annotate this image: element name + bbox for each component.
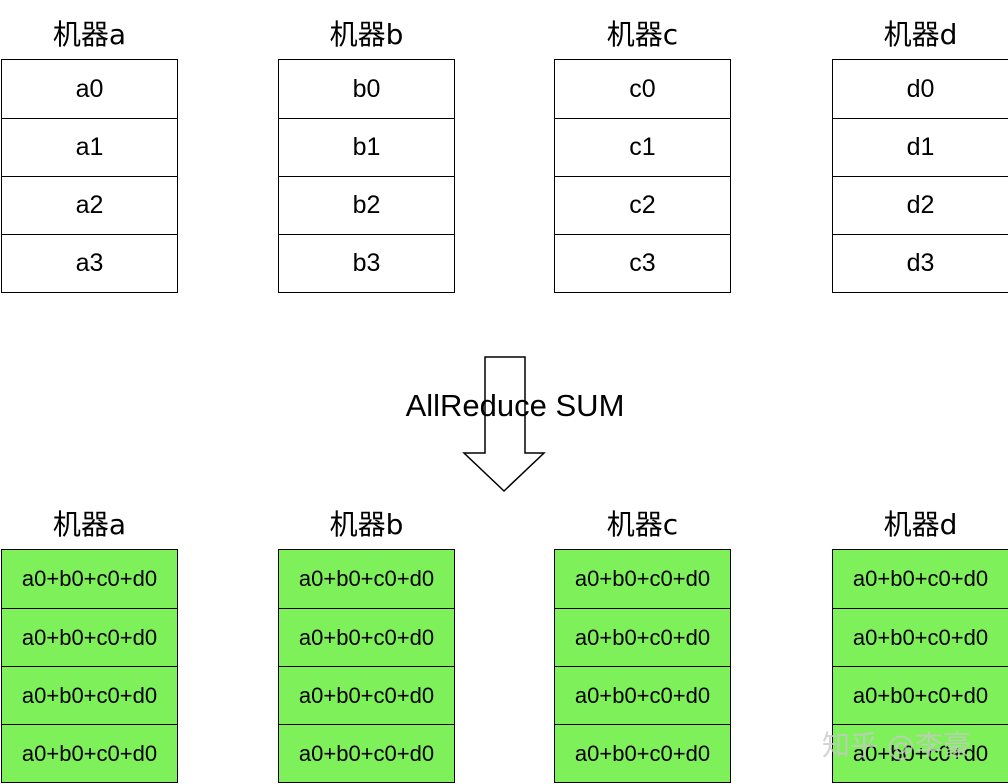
machine-label: 机器d: [883, 18, 958, 51]
cell: c3: [555, 234, 730, 292]
result-cell: a0+b0+c0+d0: [2, 550, 177, 608]
cell: d2: [833, 176, 1008, 234]
result-cell: a0+b0+c0+d0: [555, 666, 730, 724]
register-stack: b0 b1 b2 b3: [278, 59, 455, 293]
machine-label: 机器c: [606, 18, 679, 51]
result-cell: a0+b0+c0+d0: [833, 724, 1008, 782]
result-cell: a0+b0+c0+d0: [555, 608, 730, 666]
result-cell: a0+b0+c0+d0: [279, 550, 454, 608]
cell: d1: [833, 118, 1008, 176]
watermark: 知乎 @李豪: [822, 729, 971, 762]
cell: c1: [555, 118, 730, 176]
machine-label: 机器a: [52, 508, 127, 541]
result-cell: a0+b0+c0+d0: [555, 724, 730, 782]
operation-label: AllReduce SUM: [405, 388, 625, 423]
down-arrow-icon: [462, 356, 546, 493]
result-cell: a0+b0+c0+d0: [279, 666, 454, 724]
result-cell: a0+b0+c0+d0: [833, 608, 1008, 666]
cell: a3: [2, 234, 177, 292]
cell: c0: [629, 74, 656, 103]
result-stack: a0+b0+c0+d0 a0+b0+c0+d0 a0+b0+c0+d0 a0+b…: [832, 549, 1008, 783]
result-stack: a0+b0+c0+d0 a0+b0+c0+d0 a0+b0+c0+d0 a0+b…: [1, 549, 178, 783]
result-cell: a0+b0+c0+d0: [555, 550, 730, 608]
machine-label: 机器b: [329, 18, 404, 51]
result-cell: a0+b0+c0+d0: [279, 724, 454, 782]
result-cell: a0+b0+c0+d0: [2, 608, 177, 666]
cell: d0: [906, 74, 935, 103]
result-cell: a0+b0+c0+d0: [2, 666, 177, 724]
cell: d3: [833, 234, 1008, 292]
result-cell: a0+b0+c0+d0: [833, 550, 1008, 608]
register-stack: c0 c1 c2 c3: [554, 59, 731, 293]
machine-label: 机器b: [329, 508, 404, 541]
register-stack: a0 a1 a2 a3: [1, 59, 178, 293]
cell: a1: [2, 118, 177, 176]
register-stack: d0 d1 d2 d3: [832, 59, 1008, 293]
cell: b3: [279, 234, 454, 292]
cell: b0: [352, 74, 381, 103]
cell: b1: [279, 118, 454, 176]
result-stack: a0+b0+c0+d0 a0+b0+c0+d0 a0+b0+c0+d0 a0+b…: [278, 549, 455, 783]
machine-label: 机器a: [52, 18, 127, 51]
result-cell: a0+b0+c0+d0: [279, 608, 454, 666]
cell: a2: [2, 176, 177, 234]
result-cell: a0+b0+c0+d0: [833, 666, 1008, 724]
cell: c2: [555, 176, 730, 234]
result-cell: a0+b0+c0+d0: [2, 724, 177, 782]
cell: a0: [75, 74, 104, 103]
machine-label: 机器c: [606, 508, 679, 541]
machine-label: 机器d: [883, 508, 958, 541]
result-stack: a0+b0+c0+d0 a0+b0+c0+d0 a0+b0+c0+d0 a0+b…: [554, 549, 731, 783]
cell: b2: [279, 176, 454, 234]
